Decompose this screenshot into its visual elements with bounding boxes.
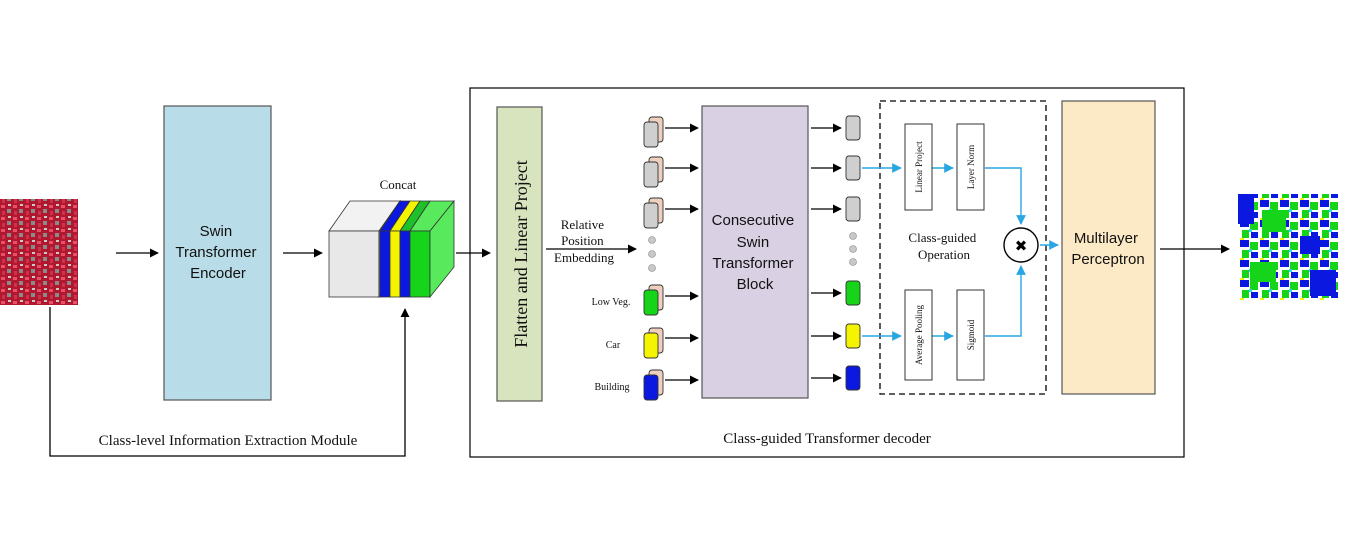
mlp-label-line-2: Perceptron [1071,251,1144,268]
class-label-car: Car [606,340,621,351]
swin-label-line-3: Transformer [712,255,793,272]
encoder-label-line-3: Encoder [190,265,246,282]
layer-norm-label: Layer Norm [966,145,976,189]
linear-project-label: Linear Project [914,141,924,193]
swin-to-output-arrows [811,123,842,383]
token-to-swin-arrows [665,123,699,385]
sigmoid-label: Sigmoid [966,319,976,350]
decoder-frame [469,87,1185,458]
class-label-low-veg: Low Veg. [592,297,631,308]
class-level-skip-path [49,307,410,457]
multiply-icon: ✖ [1015,238,1028,255]
svg-text:Class-guided Operation: Class-guided Operation [908,230,979,262]
class-token-car [643,327,664,359]
class-token-low-veg [643,284,664,316]
swin-label-line-1: Consecutive [712,212,795,229]
svg-text:Relative Position Embe: Relative Position Embedding [554,217,614,265]
average-pooling-box: Average Pooling [904,289,933,381]
output-ellipsis-dots [849,232,857,266]
position-embedding-line-3: Embedding [554,250,614,265]
module-label: Class-level Information Extraction Modul… [99,433,358,449]
average-pooling-label: Average Pooling [914,304,924,365]
blue-flow-lines [862,163,1059,341]
layer-norm-box: Layer Norm [956,123,985,211]
concat-feature-block [328,199,455,299]
output-token-building [845,365,861,391]
svg-text:Consecutive Swin T: Consecutive Swin Transformer Block [712,212,799,293]
output-token-2 [845,155,861,181]
mlp-label-line-1: Multilayer [1074,230,1138,247]
consecutive-swin-transformer-block: Consecutive Swin Transformer Block [701,105,809,399]
flatten-label: Flatten and Linear Project [511,160,531,347]
position-embedding-line-2: Position [561,233,604,248]
output-token-1 [845,115,861,141]
svg-text:Swin Transformer E: Swin Transformer Encoder [175,223,260,282]
input-token-1 [643,116,664,148]
encoder-label-line-2: Transformer [175,244,256,261]
multilayer-perceptron: Multilayer Perceptron [1061,100,1156,395]
swin-label-line-4: Block [737,276,774,293]
linear-project-box: Linear Project [904,123,933,211]
multiply-operator: ✖ [1003,227,1039,263]
output-token-3 [845,196,861,222]
svg-text:Multilayer Perceptron: Multilayer Perceptron [1071,230,1144,268]
sigmoid-box: Sigmoid [956,289,985,381]
output-token-car [845,323,861,349]
flatten-linear-project: Flatten and Linear Project [496,106,543,402]
operation-label-line-1: Class-guided [908,230,976,245]
operation-label-line-2: Operation [918,247,970,262]
class-guided-operation-frame [879,100,1047,395]
input-ellipsis-dots [648,236,656,272]
swin-label-line-2: Swin [737,234,770,251]
class-token-building [643,369,664,401]
output-token-low-veg [845,280,861,306]
input-aerial-image [0,199,78,305]
class-label-building: Building [594,382,629,393]
decoder-label: Class-guided Transformer decoder [723,431,930,447]
input-token-2 [643,156,664,188]
concat-label: Concat [380,177,417,192]
encoder-label-line-1: Swin [200,223,233,240]
input-token-3 [643,197,664,229]
swin-transformer-encoder: Swin Transformer Encoder [163,105,272,401]
position-embedding-line-1: Relative [561,217,605,232]
output-segmentation-map [1238,194,1338,300]
